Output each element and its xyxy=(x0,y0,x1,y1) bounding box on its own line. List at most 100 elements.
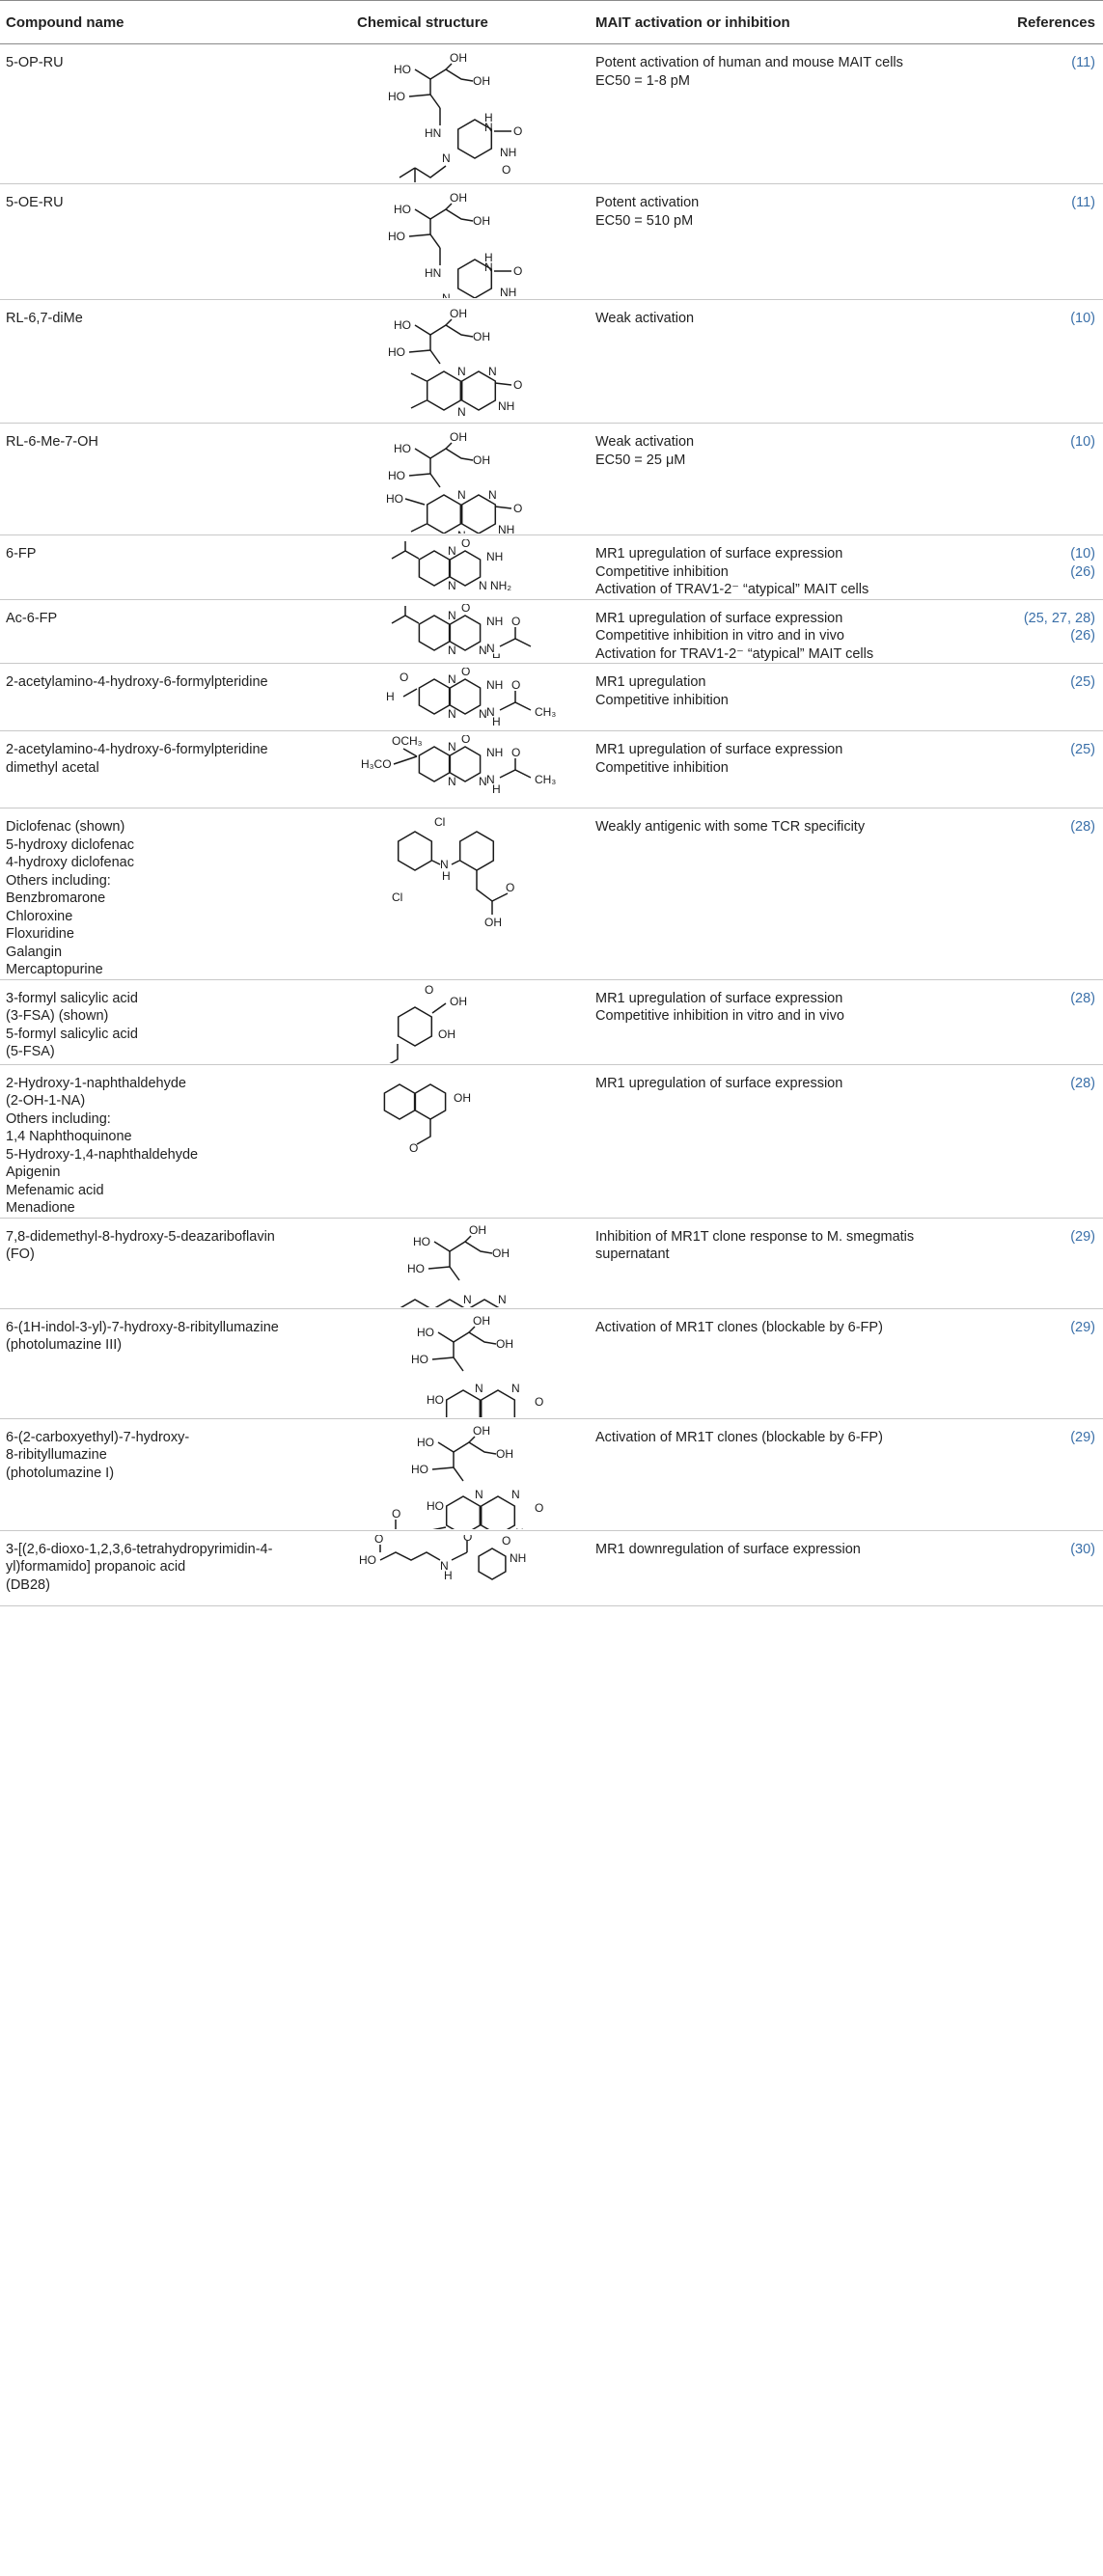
table-row: RL-6,7-diMeHOOHOHHONNNONHOWeak activatio… xyxy=(0,299,1103,424)
reference-link[interactable]: (29) xyxy=(1070,1228,1095,1245)
compound-name-line: 4-hydroxy diclofenac xyxy=(6,855,134,870)
compound-name-line: (photolumazine III) xyxy=(6,1337,123,1353)
svg-text:O: O xyxy=(400,671,408,684)
svg-text:O: O xyxy=(511,746,520,759)
svg-text:H: H xyxy=(386,690,395,703)
reference-link[interactable]: (26) xyxy=(1070,628,1095,644)
svg-text:O: O xyxy=(409,1141,418,1155)
reference-link[interactable]: (30) xyxy=(1070,1541,1095,1557)
svg-text:N: N xyxy=(475,1488,483,1501)
svg-text:O: O xyxy=(502,163,510,177)
svg-text:N: N xyxy=(442,151,451,165)
compound-name-line: yl)formamido] propanoic acid xyxy=(6,1559,186,1575)
svg-text:O: O xyxy=(461,668,470,678)
compound-name-line: Menadione xyxy=(6,1200,75,1216)
svg-text:OH: OH xyxy=(450,995,467,1008)
table-row: 3-[(2,6-dioxo-1,2,3,6-tetrahydropyrimidi… xyxy=(0,1530,1103,1606)
svg-text:O: O xyxy=(511,678,520,692)
reference-link[interactable]: (11) xyxy=(1071,195,1095,210)
svg-text:HN: HN xyxy=(425,126,441,140)
references-cell: (29) xyxy=(976,1218,1103,1309)
compound-name-cell: 7,8-didemethyl-8-hydroxy-5-deazariboflav… xyxy=(0,1218,351,1309)
chemical-structure-cell: HOOHOHHOHNHNONHONO xyxy=(351,183,590,300)
svg-text:OH: OH xyxy=(454,1091,471,1105)
svg-text:O: O xyxy=(392,1507,400,1521)
reference-link[interactable]: (25, 27, 28) xyxy=(1023,610,1095,626)
activity-line: Weakly antigenic with some TCR specifici… xyxy=(595,819,866,835)
activity-line: EC50 = 25 μM xyxy=(595,452,686,468)
reference-link[interactable]: (25) xyxy=(1070,742,1095,757)
svg-text:O: O xyxy=(461,539,470,550)
table-row: 6-(2-carboxyethyl)-7-hydroxy-8-ribityllu… xyxy=(0,1418,1103,1531)
reference-link[interactable]: (11) xyxy=(1071,55,1095,70)
reference-link[interactable]: (10) xyxy=(1070,311,1095,326)
svg-text:OCH₃: OCH₃ xyxy=(392,735,423,748)
activity-line: EC50 = 1-8 pM xyxy=(595,72,690,89)
references-cell: (28) xyxy=(976,1064,1103,1219)
svg-text:OH: OH xyxy=(473,330,490,343)
svg-text:NH: NH xyxy=(500,146,516,159)
table-row: 5-OE-RUHOOHOHHOHNHNONHONOPotent activati… xyxy=(0,183,1103,300)
references-cell: (28) xyxy=(976,808,1103,980)
activity-cell: Inhibition of MR1T clone response to M. … xyxy=(590,1218,976,1309)
svg-text:H: H xyxy=(492,715,501,728)
svg-text:O: O xyxy=(521,1306,530,1307)
svg-text:HO: HO xyxy=(388,345,405,359)
svg-text:OH: OH xyxy=(496,1337,513,1351)
reference-link[interactable]: (29) xyxy=(1070,1429,1095,1445)
header-activity: MAIT activation or inhibition xyxy=(590,0,976,44)
svg-text:OH: OH xyxy=(473,214,490,228)
svg-text:Cl: Cl xyxy=(434,815,445,829)
svg-text:H: H xyxy=(442,869,451,883)
activity-cell: Activation of MR1T clones (blockable by … xyxy=(590,1308,976,1419)
reference-link[interactable]: (26) xyxy=(1070,563,1095,580)
activity-line: Competitive inhibition xyxy=(595,759,729,776)
compound-name-line: (DB28) xyxy=(6,1576,50,1593)
activity-line: Competitive inhibition in vitro and in v… xyxy=(595,1008,844,1024)
reference-link[interactable]: (28) xyxy=(1070,819,1095,835)
svg-text:HO: HO xyxy=(411,1463,428,1476)
svg-text:N: N xyxy=(448,740,456,754)
header-compound-name: Compound name xyxy=(0,0,351,44)
activity-line: Activation of MR1T clones (blockable by … xyxy=(595,1319,883,1335)
svg-text:CH₃: CH₃ xyxy=(535,705,556,719)
chemical-structure-cell: OH O xyxy=(351,1064,590,1219)
compound-name-line: 1,4 Naphthoquinone xyxy=(6,1129,132,1144)
svg-text:OH: OH xyxy=(496,1447,513,1461)
reference-link[interactable]: (10) xyxy=(1070,546,1095,562)
svg-text:HO: HO xyxy=(394,442,411,455)
reference-link[interactable]: (28) xyxy=(1070,990,1095,1006)
table-row: 3-formyl salicylic acid(3-FSA) (shown)5-… xyxy=(0,979,1103,1065)
svg-text:N: N xyxy=(457,529,466,534)
activity-line: Potent activation of human and mouse MAI… xyxy=(595,55,903,70)
reference-link[interactable]: (25) xyxy=(1070,674,1095,690)
activity-cell: MR1 downregulation of surface expression xyxy=(590,1530,976,1606)
svg-text:OH: OH xyxy=(473,74,490,88)
compound-name-line: 2-acetylamino-4-hydroxy-6-formylpteridin… xyxy=(6,742,268,757)
reference-link[interactable]: (29) xyxy=(1070,1319,1095,1335)
svg-text:NH: NH xyxy=(486,615,503,628)
svg-text:N: N xyxy=(448,609,456,622)
svg-text:H: H xyxy=(492,651,501,658)
svg-text:H: H xyxy=(484,111,493,124)
svg-text:OH: OH xyxy=(473,1314,490,1328)
svg-text:O: O xyxy=(502,1535,510,1548)
activity-line: MR1 upregulation of surface expression xyxy=(595,742,843,757)
svg-text:N: N xyxy=(486,773,495,786)
activity-line: Activation of TRAV1-2⁻ “atypical” MAIT c… xyxy=(595,582,869,597)
activity-cell: Activation of MR1T clones (blockable by … xyxy=(590,1418,976,1531)
compound-name-line: Ac-6-FP xyxy=(6,610,58,626)
compound-name-cell: 5-OP-RU xyxy=(0,43,351,184)
reference-link[interactable]: (28) xyxy=(1070,1075,1095,1091)
svg-text:N: N xyxy=(479,644,487,657)
svg-text:OH: OH xyxy=(473,1424,490,1438)
svg-text:O: O xyxy=(506,881,514,894)
header-row: Compound name Chemical structure MAIT ac… xyxy=(0,0,1103,44)
reference-link[interactable]: (10) xyxy=(1070,434,1095,450)
svg-text:HO: HO xyxy=(417,1436,434,1449)
